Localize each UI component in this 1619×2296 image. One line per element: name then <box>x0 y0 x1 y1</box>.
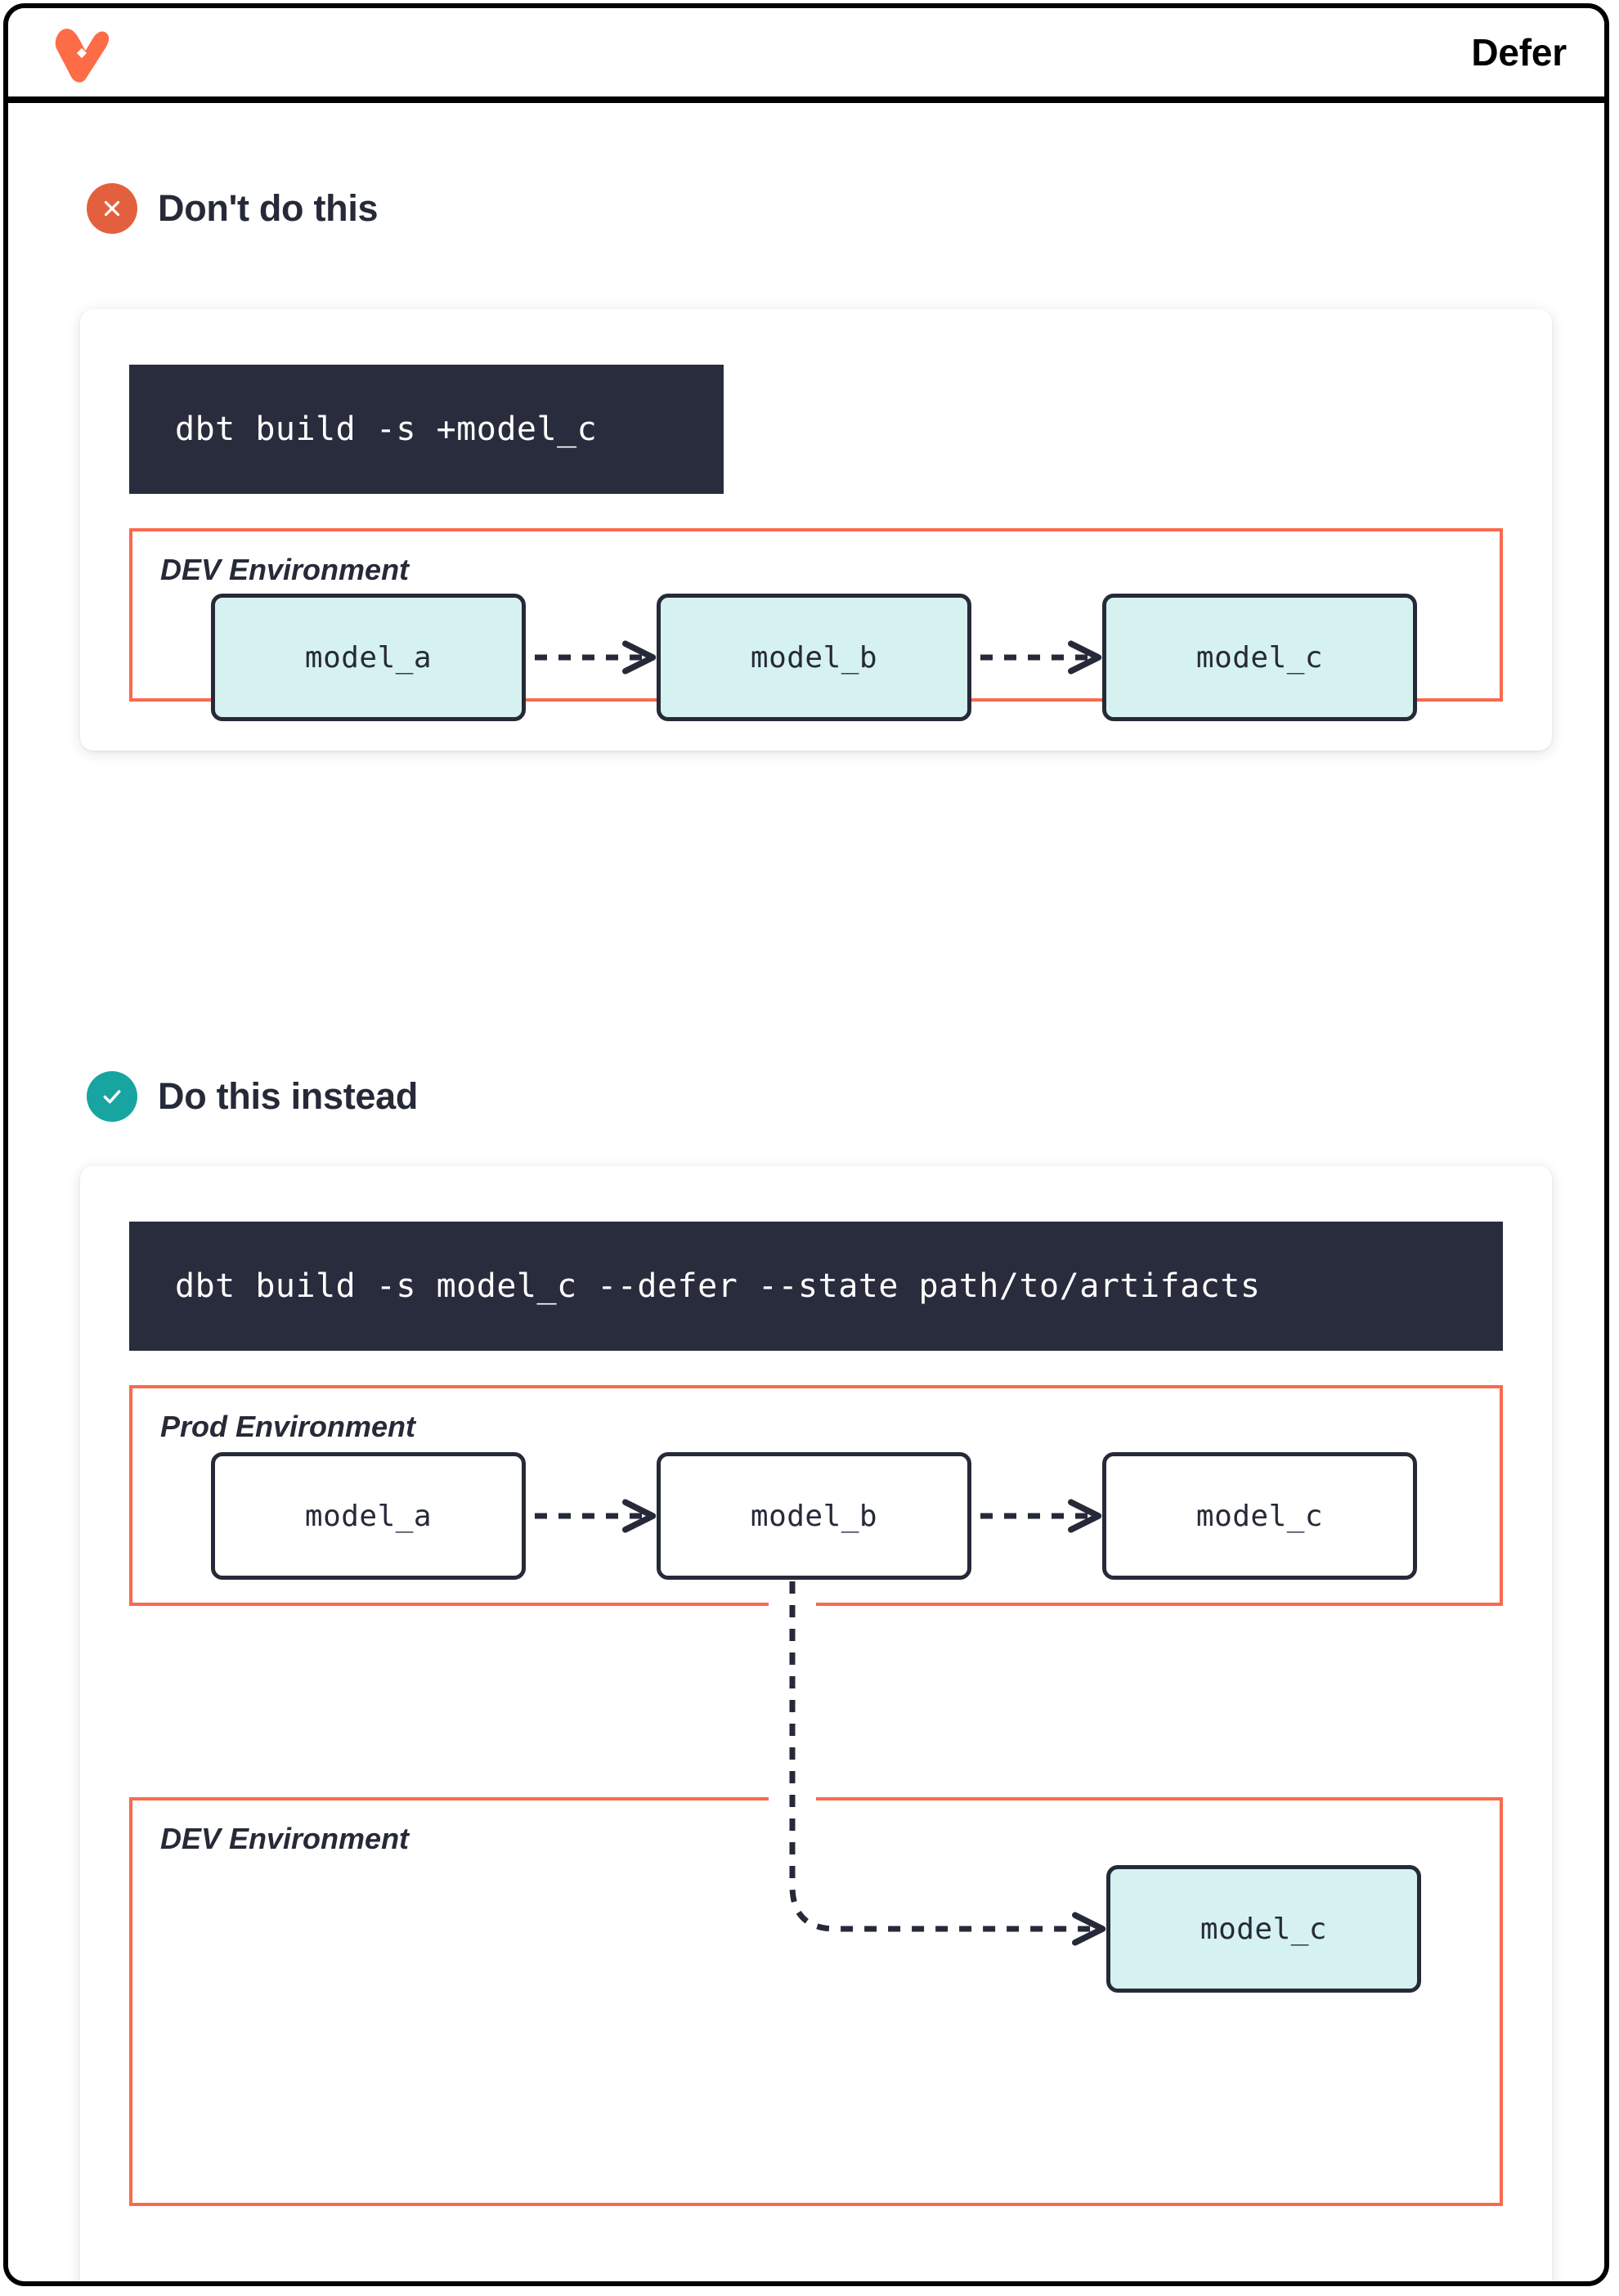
page-title: Defer <box>1471 31 1567 74</box>
node-model-a-prod[interactable]: model_a <box>211 1452 526 1580</box>
x-circle-icon <box>87 183 137 234</box>
page-content: Don't do this dbt build -s +model_c DEV … <box>8 103 1604 2281</box>
node-label: model_a <box>304 1499 433 1533</box>
section-header-dont: Don't do this <box>87 183 379 234</box>
env-box-dev-good: DEV Environment <box>129 1797 1503 2206</box>
code-block-do: dbt build -s model_c --defer --state pat… <box>129 1222 1503 1351</box>
node-model-b-prod[interactable]: model_b <box>657 1452 971 1580</box>
window-header: Defer <box>8 8 1604 103</box>
node-label: model_c <box>1195 1499 1324 1533</box>
code-text-do: dbt build -s model_c --defer --state pat… <box>175 1267 1261 1305</box>
node-label: model_c <box>1200 1912 1328 1946</box>
env-label-dev-good: DEV Environment <box>160 1822 410 1855</box>
section-title-dont: Don't do this <box>158 187 379 229</box>
code-text-dont: dbt build -s +model_c <box>175 410 598 448</box>
check-circle-icon <box>87 1071 137 1122</box>
section-header-do: Do this instead <box>87 1071 418 1122</box>
node-model-b-dev-bad[interactable]: model_b <box>657 594 971 721</box>
env-label-dev-bad: DEV Environment <box>160 553 410 586</box>
node-label: model_b <box>750 640 878 675</box>
env-label-prod: Prod Environment <box>160 1410 416 1443</box>
section-title-do: Do this instead <box>158 1075 419 1117</box>
node-label: model_b <box>750 1499 878 1533</box>
app-window: Defer Don't do this dbt build -s +model_… <box>3 3 1609 2286</box>
code-block-dont: dbt build -s +model_c <box>129 365 724 494</box>
border-gap-prod <box>769 1599 816 1614</box>
card-dont: dbt build -s +model_c DEV Environment mo… <box>80 309 1552 751</box>
card-do: dbt build -s model_c --defer --state pat… <box>80 1166 1552 2281</box>
node-label: model_c <box>1195 640 1324 675</box>
dbt-logo-icon <box>51 22 113 84</box>
node-model-c-dev-good[interactable]: model_c <box>1106 1865 1421 1993</box>
node-model-c-prod[interactable]: model_c <box>1102 1452 1417 1580</box>
node-model-a-dev-bad[interactable]: model_a <box>211 594 526 721</box>
border-gap-dev <box>769 1791 816 1805</box>
node-label: model_a <box>304 640 433 675</box>
node-model-c-dev-bad[interactable]: model_c <box>1102 594 1417 721</box>
